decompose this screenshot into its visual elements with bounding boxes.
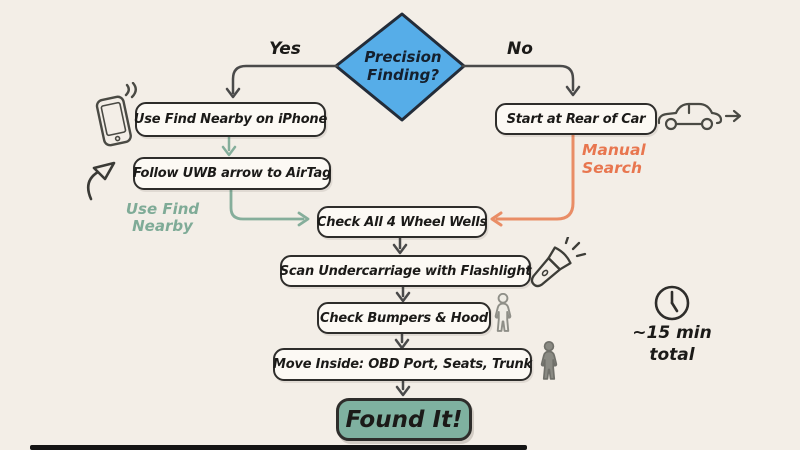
car-icon [657, 102, 742, 131]
clock-icon [654, 285, 690, 321]
time-estimate-label: ~15 min total [632, 323, 712, 366]
step-check-bumpers-hood: Check Bumpers & Hood [317, 302, 491, 334]
decision-diamond [334, 12, 466, 122]
no-connector-arrow [461, 64, 581, 97]
green-step-arrow [221, 134, 237, 157]
annotation-use-find-nearby: Use Find Nearby [125, 200, 200, 236]
green-merge-arrow [229, 186, 310, 227]
yes-branch-label: Yes [269, 39, 301, 59]
step-scan-undercarriage: Scan Undercarriage with Flashlight [280, 255, 532, 287]
yes-connector-arrow [225, 64, 339, 99]
step-move-inside: Move Inside: OBD Port, Seats, Trunk [273, 348, 532, 381]
step-start-rear-of-car: Start at Rear of Car [495, 103, 657, 135]
step-use-find-nearby: Use Find Nearby on iPhone [134, 102, 327, 137]
step-follow-uwb-arrow: Follow UWB arrow to AirTag [133, 157, 331, 190]
sketch-arrow-icon [86, 161, 116, 201]
no-branch-label: No [507, 39, 533, 59]
terminal-found-it: Found It! [336, 398, 472, 441]
phone-icon [95, 82, 137, 147]
person-outline-icon [494, 293, 512, 332]
decision-label: Precision Finding? [364, 48, 442, 84]
flashlight-icon [530, 237, 587, 288]
orange-merge-arrow [490, 130, 575, 227]
step-check-wheel-wells: Check All 4 Wheel Wells [317, 206, 487, 238]
bottom-black-bar [30, 445, 527, 450]
annotation-manual-search: Manual Search [582, 141, 646, 177]
person-filled-icon [540, 341, 558, 380]
